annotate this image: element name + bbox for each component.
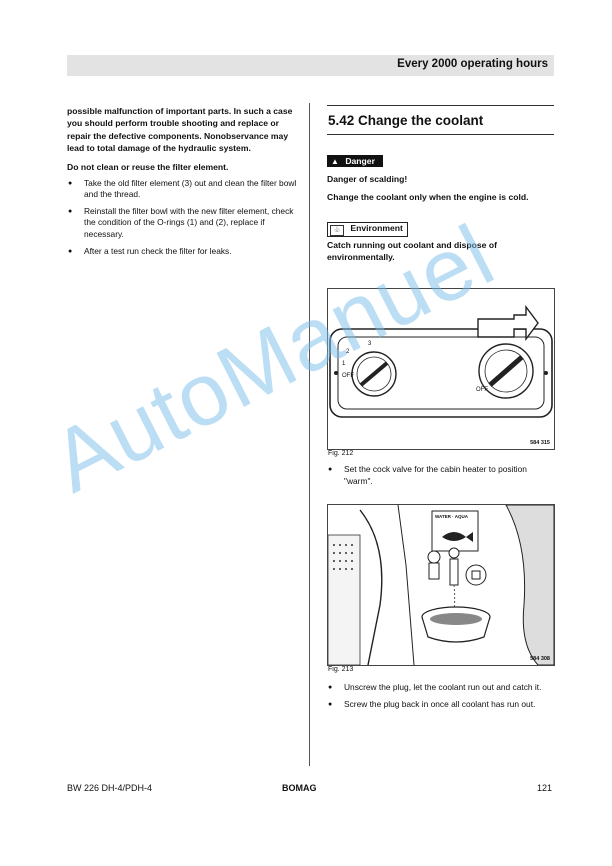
list-item: Reinstall the filter bowl with the new f… — [67, 206, 297, 241]
intro-paragraph: possible malfunction of important parts.… — [67, 106, 293, 154]
figure-212-steps: Set the cock valve for the cabin heater … — [327, 464, 554, 492]
figure-213: WATER · AQUA 584 308 — [327, 504, 555, 666]
figure-caption: Fig. 212 — [328, 450, 354, 457]
column-divider — [309, 103, 310, 766]
list-item: After a test run check the filter for le… — [67, 246, 297, 258]
dial-mark: 1 — [342, 361, 346, 367]
environment-badge: ♧ Environment — [327, 221, 408, 237]
environment-label: Environment — [350, 222, 403, 233]
water-sign-text: WATER · AQUA — [435, 514, 468, 519]
dial-mark: 3 — [368, 341, 372, 347]
danger-heading: Danger of scalding! — [327, 174, 408, 184]
list-item: Unscrew the plug, let the coolant run ou… — [327, 682, 554, 694]
footer-brand: BOMAG — [282, 783, 317, 793]
right-column: 5.42 Change the coolant ▲ Danger Danger … — [327, 105, 554, 264]
figure-212: 3 2 1 OFF OFF 584 315 — [327, 288, 555, 450]
filter-steps: Take the old filter element (3) out and … — [67, 178, 297, 258]
page-number: 121 — [537, 783, 553, 793]
left-column: possible malfunction of important parts.… — [67, 105, 297, 262]
section-rule-bottom — [327, 134, 554, 135]
filter-subheading: Do not clean or reuse the filter element… — [67, 161, 229, 172]
dial-mark: OFF — [476, 387, 488, 393]
danger-text: Change the coolant only when the engine … — [327, 192, 529, 203]
environment-text: Catch running out coolant and dispose of… — [327, 239, 497, 263]
section-title: 5.42 Change the coolant — [327, 106, 554, 134]
dial-mark: 2 — [346, 349, 350, 355]
warning-triangle-icon: ▲ — [331, 157, 339, 166]
dial-mark: OFF — [342, 373, 354, 379]
figure-code: 584 308 — [530, 656, 550, 662]
figure-code: 584 315 — [530, 440, 550, 446]
list-item: Screw the plug back in once all coolant … — [327, 699, 554, 711]
danger-badge: ▲ Danger — [327, 155, 383, 167]
heater-control-illustration — [329, 304, 553, 418]
section-number: 5.42 — [328, 113, 355, 128]
header-title: Every 2000 operating hours — [397, 58, 548, 70]
header-bar: Every 2000 operating hours — [67, 55, 554, 76]
environment-icon: ♧ — [330, 224, 344, 236]
section-name: Change the coolant — [358, 113, 484, 128]
section-rule-top — [327, 105, 554, 106]
figure-caption: Fig. 213 — [328, 666, 354, 673]
footer-model: BW 226 DH-4/PDH-4 — [67, 783, 153, 793]
figure-213-steps: Unscrew the plug, let the coolant run ou… — [327, 682, 554, 715]
list-item: Take the old filter element (3) out and … — [67, 178, 297, 201]
coolant-drain-illustration — [328, 505, 554, 665]
list-item: Set the cock valve for the cabin heater … — [327, 464, 554, 487]
danger-label: Danger — [345, 156, 375, 166]
